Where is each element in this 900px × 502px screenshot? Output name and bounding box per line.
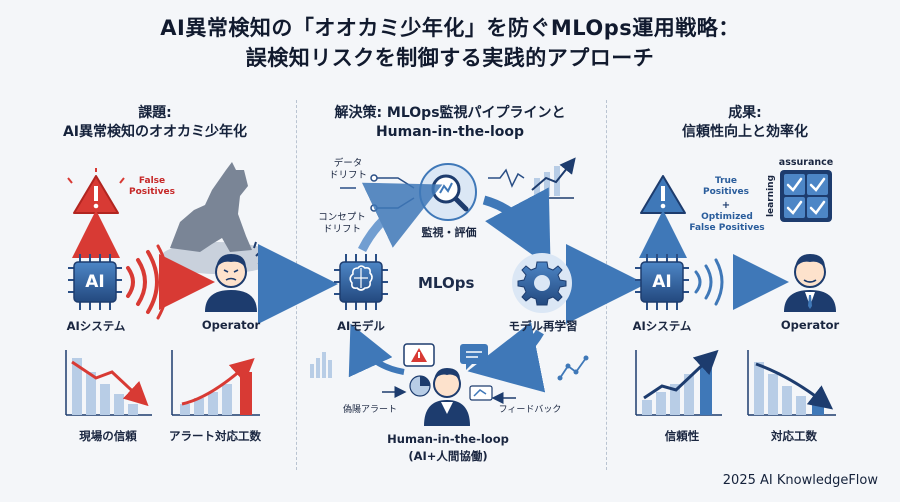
right-heading-line1: 成果: [728,105,762,121]
optimized-fp-label: Optimized False Positives [689,212,765,233]
learning-label: learning [766,174,776,218]
main-title-line2: 誤検知リスクを制御する実践的アプローチ [245,46,655,70]
right-heading-line2: 信頼性向上と効率化 [682,124,808,140]
operator-stressed-icon [205,241,267,312]
right-ai-system-label: AIシステム [632,319,692,333]
center-heading-line2: Human-in-the-loop [375,124,525,140]
monitor-magnifier-icon [419,163,477,221]
loop-arrow-model-to-monitor [357,182,443,253]
mini-chart-up [530,157,576,199]
loop-arrow-monitor-to-retrain [482,187,551,268]
ai-chip-left [68,254,122,310]
ai-model-brain-chip [334,254,388,310]
left-ai-system-label: AIシステム [66,319,126,333]
human-in-the-loop-icon [403,343,493,426]
hitl-label-line2: (AI+人間協働) [408,449,488,463]
ai-chip-left-label: AI [85,272,105,292]
trust-chart-label: 現場の信頼 [79,429,137,443]
right-operator-label: Operator [780,318,840,332]
retrain-label: モデル再学習 [508,319,578,333]
reliability-chart-label: 信頼性 [664,429,700,443]
loop-arrow-human-to-model [348,323,405,378]
retrain-gear-icon [512,253,572,313]
mini-trend-right [557,355,589,381]
warning-blue-icon [640,175,686,214]
pulse-line [488,168,525,188]
left-heading: 課題: AI異常検知のオオカミ少年化 [40,104,270,142]
true-positives-label: True Positives [703,176,749,197]
concept-drift-label: コンセプト ドリフト [318,212,366,235]
monitor-eval-label: 監視・評価 [421,226,477,239]
left-heading-line2: AI異常検知のオオカミ少年化 [62,124,248,140]
left-heading-line1: 課題: [138,105,172,121]
warning-red-icon [67,168,125,214]
alert-workload-chart-label: アラート対応工数 [169,429,261,443]
mlops-label: MLOps [418,274,475,292]
blue-signal-waves [694,258,724,306]
left-operator-label: Operator [201,318,261,332]
ai-model-label: AIモデル [337,319,385,333]
hitl-label-line1: Human-in-the-loop [387,432,509,446]
operator-calm-icon [784,254,836,312]
chart-alert-workload-rising [171,350,260,416]
false-positives-label: False Positives [129,176,175,197]
assurance-label: assurance [778,157,834,168]
feedback-label: フィードバック [498,405,562,415]
workload-chart-label: 対応工数 [771,429,817,443]
ai-chip-right-label: AI [652,272,672,292]
center-heading-line1: 解決策: MLOps監視パイプラインと [334,105,566,121]
loop-arrow-retrain-to-human [467,321,546,393]
center-heading: 解決策: MLOps監視パイプラインと Human-in-the-loop [305,104,595,142]
chart-workload-declining [747,350,836,416]
false-alert-label: 偽陽アラート [342,405,397,415]
footer-credit: 2025 AI KnowledgeFlow [722,473,878,488]
plus-label: + [721,200,731,211]
main-title-line1: AI異常検知の「オオカミ少年化」を防ぐMLOps運用戦略： [160,16,740,40]
assurance-checkbox-grid [780,170,832,222]
mini-bars-left [310,352,332,378]
ai-chip-right [635,254,689,310]
data-drift-label: データ ドリフト [328,158,367,181]
right-heading: 成果: 信頼性向上と効率化 [630,104,860,142]
chart-reliability-rising [635,349,722,416]
chart-trust-declining [65,350,152,416]
red-signal-waves [126,244,170,320]
